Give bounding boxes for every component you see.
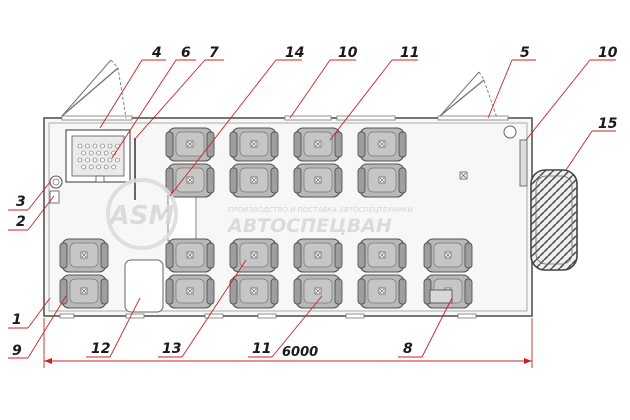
seat-icon bbox=[357, 238, 407, 273]
watermark-brand: АВТОСПЕЦВАН bbox=[226, 215, 392, 237]
seat-icon bbox=[165, 238, 215, 273]
seat-icon bbox=[229, 238, 279, 273]
leader-pointer bbox=[27, 181, 51, 211]
roof-hatch-icon bbox=[503, 125, 517, 139]
fire-extinguisher-icon bbox=[49, 175, 63, 189]
callout-1: 1 bbox=[12, 312, 22, 328]
leader-pointer bbox=[133, 59, 206, 141]
leader-pointer bbox=[421, 297, 453, 358]
callout-4: 4 bbox=[151, 45, 162, 61]
watermark: ASM ПРОИЗВОДСТВО И ПОСТАВКА АВТОСПЕЦТЕХН… bbox=[106, 178, 414, 250]
callout-3: 3 bbox=[16, 194, 26, 210]
callout-13: 13 bbox=[162, 341, 181, 357]
seat-icon bbox=[357, 163, 407, 198]
table-12 bbox=[124, 259, 164, 313]
watermark-subtitle: ПРОИЗВОДСТВО И ПОСТАВКА АВТОСПЕЦТЕХНИКИ bbox=[228, 206, 414, 214]
leader-lines bbox=[8, 59, 616, 359]
window-strips bbox=[59, 115, 509, 319]
callout-12: 12 bbox=[91, 341, 110, 357]
callout-11b: 11 bbox=[252, 341, 271, 357]
callout-9: 9 bbox=[12, 343, 22, 359]
leader-pointer bbox=[271, 295, 323, 358]
leader-pointer bbox=[111, 59, 177, 159]
luggage-box bbox=[429, 289, 453, 304]
seat-icon bbox=[229, 274, 279, 309]
callout-7: 7 bbox=[209, 45, 219, 61]
leader-pointer bbox=[289, 59, 331, 119]
seat-icon bbox=[165, 127, 215, 162]
rear-panel bbox=[519, 139, 528, 187]
leader-pointer bbox=[99, 59, 143, 129]
seat-icon bbox=[59, 238, 109, 273]
leader-pointer bbox=[169, 59, 277, 197]
callout-6: 6 bbox=[181, 45, 191, 61]
rear-marker bbox=[459, 171, 468, 180]
seat-icon bbox=[229, 163, 279, 198]
seating bbox=[59, 127, 473, 309]
seat-icon bbox=[357, 127, 407, 162]
leader-pointer bbox=[27, 297, 51, 329]
seat-icon bbox=[293, 163, 343, 198]
seat-icon bbox=[423, 238, 473, 273]
callout-14: 14 bbox=[285, 45, 304, 61]
leader-pointer bbox=[27, 295, 67, 359]
leader-pointer bbox=[487, 59, 513, 119]
callout-10b: 10 bbox=[598, 45, 618, 61]
callouts: 1 2 3 4 5 6 7 8 9 10 10 11 11 12 13 14 1… bbox=[12, 45, 618, 359]
seat-icon bbox=[229, 127, 279, 162]
seat-icon bbox=[59, 274, 109, 309]
first-aid-box bbox=[49, 190, 60, 204]
leader-pointer bbox=[27, 195, 55, 231]
seat-icon bbox=[293, 274, 343, 309]
leader-pointer bbox=[181, 259, 247, 358]
dimension-label: 6000 bbox=[282, 345, 318, 360]
watermark-logo: ASM bbox=[108, 201, 175, 231]
dimension-line bbox=[43, 318, 533, 368]
door-right bbox=[439, 71, 498, 119]
leader-pointer bbox=[329, 59, 393, 141]
seat-icon bbox=[165, 274, 215, 309]
callout-15: 15 bbox=[598, 116, 618, 132]
seat-icon bbox=[165, 163, 215, 198]
callout-11a: 11 bbox=[400, 45, 419, 61]
door-left bbox=[61, 59, 127, 119]
callout-8: 8 bbox=[403, 341, 413, 357]
tire-icon bbox=[530, 169, 578, 271]
leader-pointer bbox=[525, 59, 591, 141]
callout-5: 5 bbox=[520, 45, 530, 61]
seat-icon bbox=[293, 127, 343, 162]
callout-10a: 10 bbox=[338, 45, 358, 61]
leader-pointer bbox=[109, 297, 141, 358]
heater-icon bbox=[77, 143, 120, 170]
heater-unit bbox=[65, 129, 131, 183]
seat-icon bbox=[357, 274, 407, 309]
leader-pointer bbox=[565, 130, 593, 171]
seat-icon bbox=[293, 238, 343, 273]
callout-2: 2 bbox=[16, 214, 26, 230]
